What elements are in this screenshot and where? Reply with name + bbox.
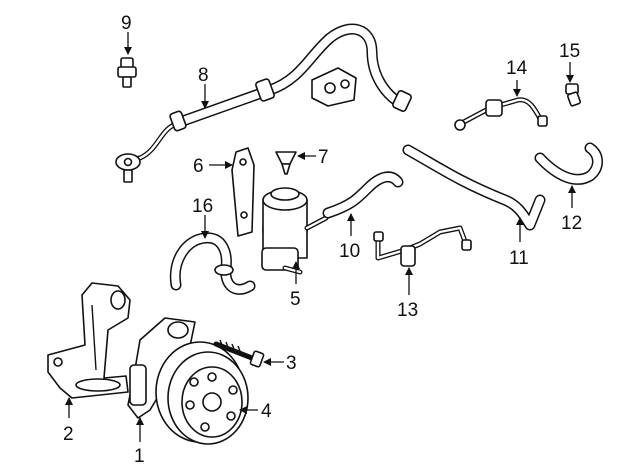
part-10-reservoir-hose — [322, 171, 404, 219]
callout-5: 5 — [290, 289, 301, 310]
callout-11: 11 — [509, 248, 529, 269]
part-3-bolt — [213, 339, 265, 368]
part-8-pressure-hose — [115, 23, 412, 183]
leader-lines — [65, 32, 576, 442]
part-9-pressure-switch — [117, 57, 137, 88]
callout-2: 2 — [63, 424, 74, 445]
part-11-cooler-hose — [402, 144, 546, 231]
callout-8: 8 — [198, 65, 209, 86]
part-6-bracket — [231, 147, 255, 237]
part-7-clip — [275, 151, 297, 175]
callout-10: 10 — [339, 241, 360, 262]
part-15-sensor — [565, 83, 581, 107]
callout-14: 14 — [506, 58, 528, 79]
part-13-cooler-pipe — [373, 225, 472, 267]
callout-13: 13 — [397, 300, 418, 321]
callout-16: 16 — [192, 196, 213, 217]
callout-1: 1 — [134, 446, 145, 467]
part-4-pulley — [155, 341, 249, 445]
callout-labels: 9 8 6 7 16 5 10 13 11 12 14 15 3 4 1 2 — [63, 13, 582, 467]
part-5-reservoir — [261, 187, 329, 275]
callout-12: 12 — [561, 213, 582, 234]
part-14-return-line — [454, 97, 548, 131]
callout-7: 7 — [318, 147, 329, 168]
part-12-hose — [534, 142, 603, 185]
callout-15: 15 — [559, 41, 580, 62]
part-16-suction-hose — [169, 232, 256, 295]
callout-4: 4 — [261, 401, 272, 422]
part-2-pump-bracket — [47, 282, 131, 399]
callout-3: 3 — [286, 353, 297, 374]
callout-9: 9 — [121, 13, 132, 34]
callout-6: 6 — [193, 156, 204, 177]
